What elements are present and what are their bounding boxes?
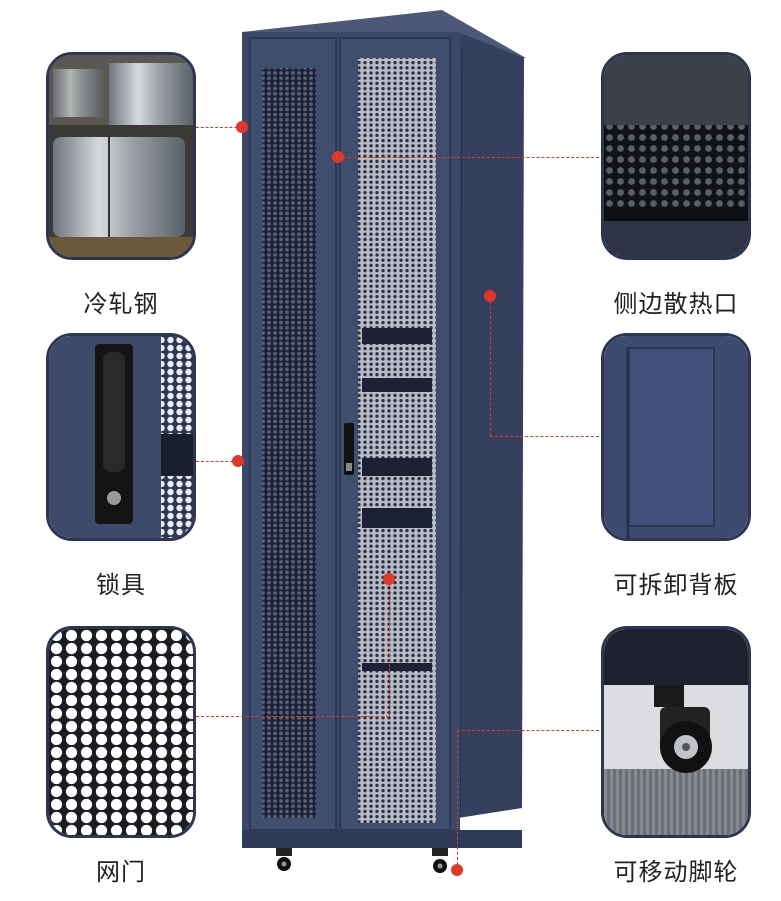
leader-caster [457,730,604,731]
label-movable-casters: 可移动脚轮 [613,858,739,886]
label-removable-back-panel: 可拆卸背板 [613,571,739,599]
thumb-lock [46,333,196,541]
leader-panel-v [490,296,491,436]
thumb-cold-rolled-steel [46,52,196,260]
thumb-side-vent [601,52,751,260]
label-side-vent: 侧边散热口 [613,290,739,318]
label-mesh-door: 网门 [96,858,146,886]
marker-panel [484,290,496,302]
leader-mesh-v [389,579,390,716]
label-cold-rolled-steel: 冷轧钢 [83,290,159,318]
marker-mesh [383,573,395,585]
marker-vent [332,151,344,163]
label-lock: 锁具 [96,571,146,599]
leader-vent [338,157,604,158]
leader-lock [196,461,238,462]
server-cabinet [236,8,536,888]
thumb-mesh-door [46,626,196,838]
leader-mesh [196,716,389,717]
marker-caster [451,864,463,876]
marker-steel [236,121,248,133]
thumb-movable-casters [601,626,751,838]
leader-panel [490,436,604,437]
thumb-removable-back-panel [601,333,751,541]
leader-steel [196,127,242,128]
leader-caster-v [457,730,458,870]
marker-lock [232,455,244,467]
